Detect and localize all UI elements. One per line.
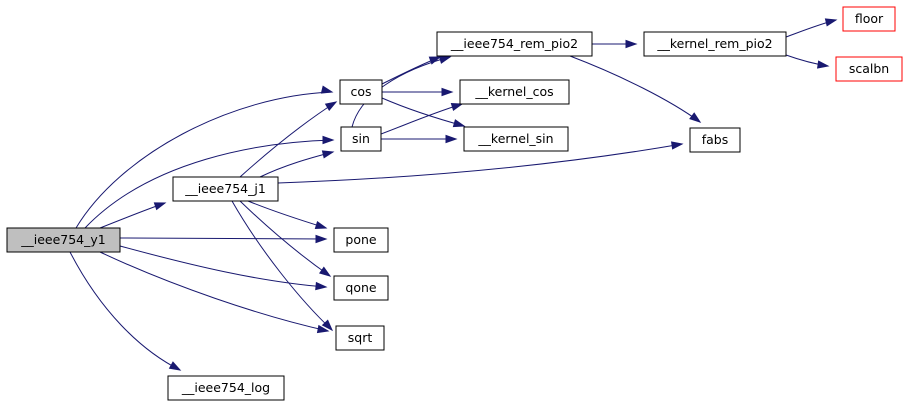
edge-sin-to-kcos	[380, 102, 464, 135]
node-pone[interactable]: pone	[333, 227, 389, 253]
arrowhead-icon	[321, 319, 334, 332]
edge-line	[569, 55, 701, 123]
node-label: pone	[345, 232, 377, 247]
arrowhead-icon	[320, 85, 334, 94]
node-kernel-rem-pio2[interactable]: __kernel_rem_pio2	[643, 31, 787, 57]
node-label: sqrt	[348, 330, 373, 345]
arrowhead-icon	[625, 39, 638, 49]
edge-y1-to-sqrt	[99, 251, 330, 334]
node-label: __ieee754_j1	[184, 181, 266, 196]
node-kernel-cos[interactable]: __kernel_cos	[459, 79, 570, 105]
arrowhead-icon	[445, 134, 458, 144]
edge-sin-to-rem_pio2	[351, 55, 452, 128]
node-label: __ieee754_rem_pio2	[450, 36, 578, 51]
node-sqrt[interactable]: sqrt	[335, 325, 385, 351]
arrowhead-icon	[315, 281, 328, 291]
edge-krem-to-floor	[785, 18, 838, 38]
call-edges	[69, 18, 838, 371]
edge-sin-to-ksin	[381, 134, 458, 144]
arrowhead-icon	[168, 361, 182, 371]
node-label: __ieee754_y1	[20, 232, 106, 247]
edge-line	[84, 139, 334, 229]
edge-line	[239, 101, 337, 178]
arrowhead-icon	[824, 18, 838, 27]
arrowhead-icon	[817, 60, 830, 69]
edge-line	[351, 56, 451, 128]
edge-y1-to-pone	[119, 234, 328, 244]
node-label: __kernel_sin	[477, 131, 553, 146]
edge-line	[119, 245, 327, 288]
node-ieee754-rem-pio2[interactable]: __ieee754_rem_pio2	[436, 31, 593, 57]
edge-line	[259, 151, 334, 178]
edge-line	[247, 200, 327, 229]
arrowhead-icon	[315, 234, 328, 244]
node-label: fabs	[702, 132, 729, 147]
arrowhead-icon	[153, 202, 167, 211]
node-label: __ieee754_log	[181, 380, 270, 395]
arrowhead-icon	[318, 266, 332, 277]
arrowhead-icon	[321, 150, 335, 159]
node-label: __kernel_rem_pio2	[656, 36, 772, 51]
node-ieee754-y1[interactable]: __ieee754_y1	[6, 227, 121, 253]
node-label: cos	[350, 84, 371, 99]
node-qone[interactable]: qone	[333, 275, 389, 301]
edge-rem_pio2-to-krem	[592, 39, 638, 49]
edge-line	[381, 97, 465, 127]
arrowhead-icon	[671, 141, 684, 150]
edge-line	[119, 237, 327, 240]
edge-j1-to-sin	[259, 150, 335, 178]
node-label: qone	[345, 280, 377, 295]
edge-line	[75, 91, 333, 229]
arrowhead-icon	[450, 102, 464, 112]
node-cos[interactable]: cos	[339, 79, 383, 105]
edge-line	[231, 200, 333, 331]
node-ieee754-log[interactable]: __ieee754_log	[167, 375, 285, 401]
node-sin[interactable]: sin	[340, 126, 382, 152]
node-kernel-sin[interactable]: __kernel_sin	[463, 126, 569, 152]
edge-cos-to-kcos	[382, 87, 454, 97]
edge-krem-to-scalbn	[785, 54, 830, 69]
edge-rem_pio2-to-fabs	[569, 55, 702, 123]
arrowhead-icon	[452, 119, 466, 128]
node-label: __kernel_cos	[474, 84, 553, 99]
edge-cos-to-ksin	[381, 97, 466, 128]
edge-y1-to-log	[69, 251, 182, 371]
edge-line	[239, 200, 331, 277]
node-ieee754-j1[interactable]: __ieee754_j1	[172, 176, 279, 202]
arrowhead-icon	[689, 112, 702, 123]
edge-y1-to-qone	[119, 245, 328, 291]
edge-y1-to-cos	[75, 85, 334, 229]
arrowhead-icon	[316, 324, 330, 334]
arrowhead-icon	[314, 220, 328, 230]
node-floor[interactable]: floor	[842, 6, 896, 32]
edge-line	[69, 251, 181, 371]
edge-j1-to-sqrt	[231, 200, 334, 332]
edge-y1-to-sin	[84, 135, 335, 229]
arrowhead-icon	[438, 55, 452, 64]
edge-line	[277, 143, 683, 184]
arrowhead-icon	[324, 101, 338, 112]
edge-j1-to-qone	[239, 200, 332, 277]
node-scalbn[interactable]: scalbn	[835, 56, 903, 82]
edge-j1-to-pone	[247, 200, 328, 230]
edge-line	[99, 251, 329, 332]
edge-line	[380, 103, 463, 135]
edge-y1-to-j1	[99, 202, 167, 229]
arrowhead-icon	[441, 87, 454, 97]
node-fabs[interactable]: fabs	[689, 127, 741, 153]
edge-j1-to-fabs	[277, 141, 684, 184]
arrowhead-icon	[322, 135, 335, 145]
node-label: floor	[855, 11, 884, 26]
node-label: scalbn	[849, 61, 889, 76]
edge-j1-to-cos	[239, 101, 338, 178]
node-label: sin	[352, 131, 370, 146]
